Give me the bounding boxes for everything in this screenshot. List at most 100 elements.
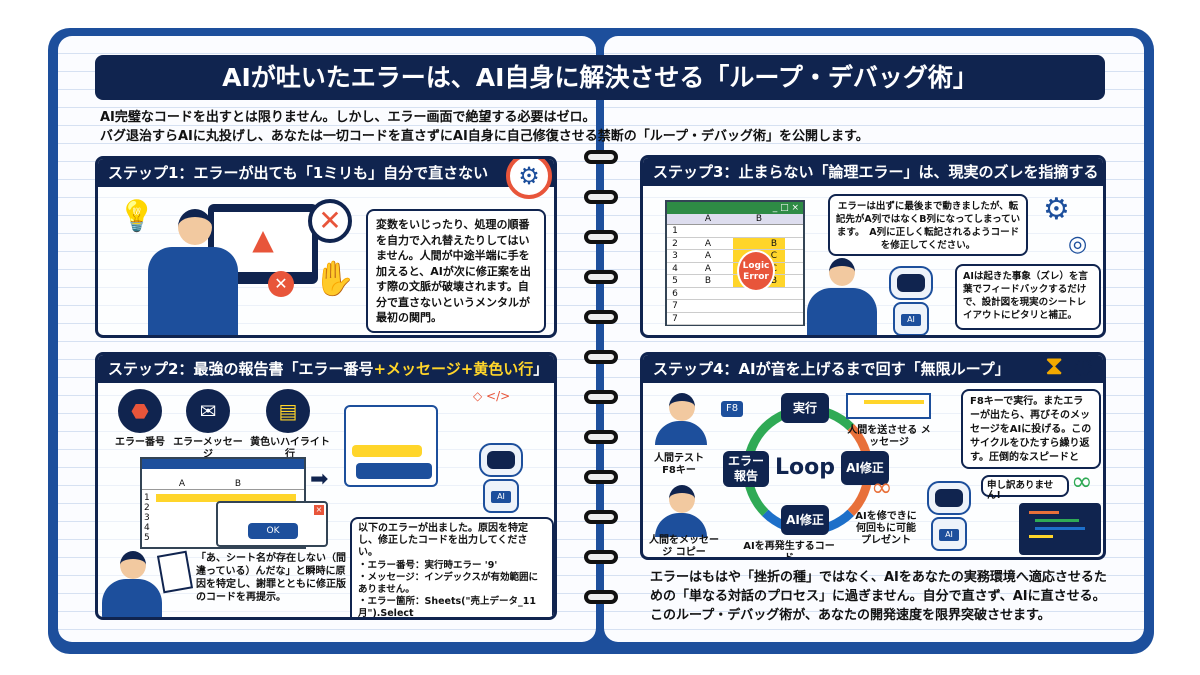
apology-bubble: 申し訳ありません! [981, 475, 1069, 501]
label-send-msg: 人間を送させる メッセージ [847, 425, 931, 448]
icon-label: エラーメッセージ [173, 437, 243, 460]
sheet-cell [683, 288, 733, 300]
intro-text: AI完璧なコードを出すとは限りません。しかし、エラー画面で絶望する必要はゼロ。 … [100, 108, 869, 146]
spiral-ring [584, 390, 618, 404]
monitor-icon: ▲ [208, 204, 318, 284]
sheet-cell: 3 [672, 251, 678, 261]
spiral-ring [584, 270, 618, 284]
step2-heading: ステップ2：最強の報告書「エラー番号+メッセージ+黄色い行」 [98, 355, 554, 383]
node-execute: 実行 [781, 393, 829, 423]
step4-speech: F8キーで実行。またエラーが出たら、再びそのメッセージをAIに投げる。このサイク… [961, 389, 1101, 469]
step1-heading: ステップ1：エラーが出ても「1ミリも」自分で直さない [98, 159, 554, 187]
intro-line: バグ退治すらAIに丸投げし、あなたは一切コードを直さずにAI自身に自己修復させる… [100, 129, 869, 144]
close-icon[interactable]: × [314, 505, 324, 515]
error-x-icon: ✕ [268, 271, 294, 297]
node-error-report: エラー報告 [723, 451, 769, 487]
sheet-row: 2 A B [667, 237, 803, 250]
icon-label: エラー番号 [115, 437, 165, 448]
intro-line: AI完璧なコードを出すとは限りません。しかし、エラー画面で絶望する必要はゼロ。 [100, 110, 596, 125]
step2-panel: ステップ2：最強の報告書「エラー番号+メッセージ+黄色い行」 ⬣ ✉ ▤ エラー… [95, 352, 557, 620]
step4-heading: ステップ4：AIが音を上げるまで回す「無限ループ」 [643, 355, 1103, 383]
sheet-row: 1 [667, 225, 803, 238]
document-icon [156, 550, 194, 594]
label-gift: AIを修できに 何回もに可能 プレゼント [855, 511, 917, 546]
step4-panel: ステップ4：AIが音を上げるまで回す「無限ループ」 ⧗ ⏱ F8 人間テスト F… [640, 352, 1106, 560]
code-editor-icon [1019, 503, 1101, 555]
infinity-icon: ∞ [871, 473, 893, 503]
arrow-right-icon: ➡ [310, 467, 329, 492]
label-human-test: 人間テスト F8キー [654, 453, 704, 476]
sheet-cell: 1 [672, 226, 678, 236]
no-hands-icon: ✕ [308, 199, 352, 243]
message-snippet [846, 393, 931, 419]
no-gear-icon: ⚙ [506, 159, 552, 199]
spiral-ring [584, 350, 618, 364]
logic-spreadsheet: _ □ × AB 12AB3AC4AC5BB677 [665, 200, 805, 326]
spiral-ring [584, 510, 618, 524]
sheet-row: 7 [667, 300, 803, 313]
sheet-cell: 5 [672, 276, 678, 286]
ai-robot: AI [883, 258, 939, 335]
compass-icon: ◎ [1068, 232, 1088, 257]
step1-panel: ステップ1：エラーが出ても「1ミリも」自分で直さない 💡 ▲ ✕ ✕ ✋ ⚙ 変… [95, 156, 557, 338]
sheet-cell [733, 225, 785, 237]
step3-speech: エラーは出ずに最後まで動きましたが、転記先がA列ではなくB列になってしまっていま… [828, 194, 1028, 256]
stopwatch-icon: ⏱ [1073, 353, 1094, 383]
stop-hand-icon: ✋ [313, 259, 356, 299]
icon-label: 黄色いハイライト行 [250, 437, 330, 460]
label-ai-code: AIを再発生するコード [743, 541, 835, 560]
gear-icon: ⚙ [1043, 192, 1070, 227]
highlighted-row [156, 494, 296, 502]
ai-robot: AI [473, 435, 529, 515]
step3-heading: ステップ3：止まらない「論理エラー」は、現実のズレを指摘する [643, 158, 1103, 186]
sheet-cell [733, 313, 785, 325]
sheet-row: 6 [667, 288, 803, 300]
code-tag-icon: ◇ </> [473, 389, 511, 403]
sheet-cell: 6 [672, 288, 678, 299]
page-title: AIが吐いたエラーは、AI自身に解決させる「ループ・デバッグ術」 [95, 55, 1105, 100]
sheet-cell: 7 [672, 301, 678, 311]
ai-robot: AI [921, 473, 977, 553]
step3-ai-text: AIは起きた事象（ズレ）を言葉でフィードバックするだけで、設計図を現実のシートレ… [955, 264, 1101, 330]
sheet-cell [683, 313, 733, 325]
sheet-row: 7 [667, 313, 803, 325]
envelope-icon: ✉ [186, 389, 230, 433]
chat-window [344, 405, 438, 487]
node-ai-fix-2: AI修正 [781, 505, 829, 535]
sheet-row: 4AC [667, 262, 803, 275]
sheet-cell: A [704, 263, 712, 274]
sheet-cell [733, 300, 785, 312]
sheet-cell: B [733, 237, 785, 249]
error-number-icon: ⬣ [118, 389, 162, 433]
spiral-ring [584, 230, 618, 244]
lightbulb-icon: 💡 [118, 199, 156, 234]
spiral-ring [584, 310, 618, 324]
spiral-ring [584, 590, 618, 604]
label-human-copy: 人間をメッセージ コピー [649, 535, 719, 558]
hourglass-icon: ⧗ [1045, 352, 1064, 381]
logic-error-badge: Logic Error [737, 250, 775, 292]
error-dialog: × OK [216, 501, 328, 547]
window-controls[interactable]: _ □ × [667, 202, 803, 214]
sheet-cell: A [704, 251, 712, 261]
loop-center: Loop [775, 455, 835, 480]
green-infinity-icon: ∞ [1071, 467, 1093, 497]
ok-button[interactable]: OK [248, 523, 298, 539]
highlight-doc-icon: ▤ [266, 389, 310, 433]
f8-key-icon: F8 [721, 401, 743, 417]
sheet-cell [683, 300, 733, 312]
sheet-cell [683, 225, 733, 237]
error-prompt: 以下のエラーが出ました。原因を特定し、修正したコードを出力してください。 ・エラ… [350, 517, 554, 617]
spiral-ring [584, 150, 618, 164]
sheet-cell: A [704, 238, 712, 249]
sheet-cell: 2 [672, 238, 678, 249]
spiral-ring [584, 430, 618, 444]
spiral-ring [584, 190, 618, 204]
step1-explanation: 変数をいじったり、処理の順番を自力で入れ替えたりしてはいません。人間が中途半端に… [366, 209, 546, 333]
step2-person-text: 「あ、シート名が存在しない（間違っている）んだな」と瞬時に原因を特定し、謝罪とと… [196, 553, 346, 603]
spiral-ring [584, 470, 618, 484]
